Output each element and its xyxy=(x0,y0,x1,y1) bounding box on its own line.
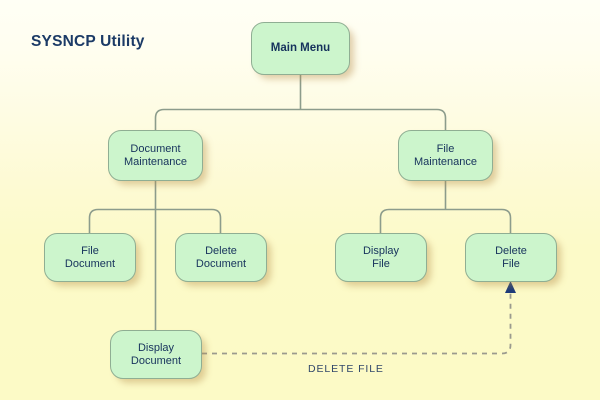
node-file-document[interactable]: File Document xyxy=(44,233,136,282)
arrowhead-delete-file xyxy=(505,281,516,293)
edge-file-maintenance-to-display-file xyxy=(379,208,446,233)
node-display-file-label: Display File xyxy=(362,244,400,270)
edge-display-document-to-delete-file xyxy=(202,292,512,355)
node-delete-file-label: Delete File xyxy=(495,244,527,270)
edge-trunk-to-document-maintenance xyxy=(154,108,301,130)
edge-document-maintenance-to-file-document xyxy=(88,208,156,233)
node-delete-document[interactable]: Delete Document xyxy=(175,233,267,282)
node-display-document[interactable]: Display Document xyxy=(110,330,202,379)
edge-file-maintenance-to-delete-file xyxy=(445,208,512,233)
node-main-menu-label: Main Menu xyxy=(270,42,331,54)
edge-label-delete-file: DELETE FILE xyxy=(308,363,384,375)
node-delete-file[interactable]: Delete File xyxy=(465,233,557,282)
node-file-maintenance-label: File Maintenance xyxy=(414,142,477,168)
edge-document-maintenance-to-delete-document xyxy=(155,208,222,233)
node-document-maintenance[interactable]: Document Maintenance xyxy=(108,130,203,181)
edge-trunk-to-file-maintenance xyxy=(300,108,447,130)
node-file-maintenance[interactable]: File Maintenance xyxy=(398,130,493,181)
node-display-document-label: Display Document xyxy=(130,341,182,367)
node-document-maintenance-label: Document Maintenance xyxy=(124,142,187,168)
node-file-document-label: File Document xyxy=(64,244,116,270)
node-delete-document-label: Delete Document xyxy=(195,244,247,270)
node-main-menu[interactable]: Main Menu xyxy=(251,22,350,75)
page-title: SYSNCP Utility xyxy=(31,33,145,50)
node-display-file[interactable]: Display File xyxy=(335,233,427,282)
